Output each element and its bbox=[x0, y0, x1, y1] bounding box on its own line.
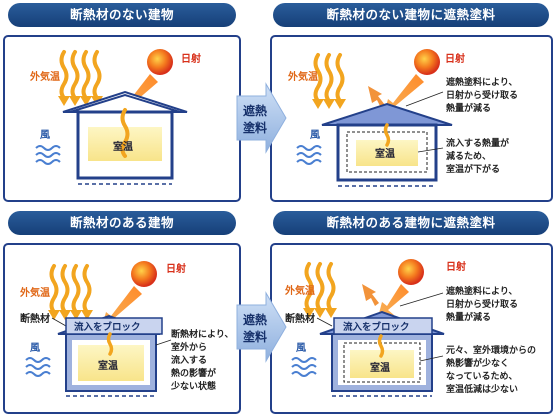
room-temp-label: 室温 bbox=[113, 140, 133, 153]
insulation-label: 断熱材 bbox=[20, 312, 50, 325]
wind-icon bbox=[291, 357, 317, 377]
sunlight-label: 日射 bbox=[446, 260, 466, 273]
note-bl-side: 断熱材により、 室外から 流入する 熱の影響が 少ない状態 bbox=[170, 328, 237, 392]
wind-label: 風 bbox=[296, 342, 306, 354]
scene-no-insulation: 外気温 日射 室温 風 bbox=[29, 49, 201, 185]
outside-temp-label: 外気温 bbox=[19, 286, 50, 299]
sunlight-label: 日射 bbox=[445, 52, 465, 65]
note-tr-top: 遮熱塗料により、 日射から受け取る 熱量が減る bbox=[446, 76, 521, 114]
heat-flow bbox=[120, 108, 130, 158]
svg-text:遮熱 塗料: 遮熱 塗料 bbox=[243, 103, 271, 135]
room-temp-label: 室温 bbox=[98, 359, 118, 372]
wind-icon bbox=[296, 145, 322, 165]
callout-line bbox=[419, 355, 444, 362]
inflow-block-label: 流入をブロック bbox=[74, 321, 141, 333]
note-br-bottom: 元々、室外環境からの 熱影響が少なく なっているため、 室温低減は少ない bbox=[446, 344, 539, 395]
outside-heat-arrows bbox=[56, 50, 105, 108]
callout-line bbox=[405, 91, 444, 107]
header-insulation-coating: 断熱材のある建物に遮熱塗料 bbox=[273, 211, 549, 235]
sun-icon bbox=[398, 259, 424, 285]
sunlight-label: 日射 bbox=[181, 52, 201, 65]
inflow-block-label: 流入をブロック bbox=[343, 321, 410, 333]
outside-temp-label: 外気温 bbox=[284, 284, 315, 297]
sun-ray-arrow bbox=[378, 284, 409, 317]
wind-icon bbox=[35, 145, 61, 165]
wind-label: 風 bbox=[310, 129, 320, 141]
note-tr-bottom: 流入する熱量が 減るため、 室温が下がる bbox=[446, 137, 512, 175]
heat-flow bbox=[383, 123, 391, 147]
callout-line bbox=[417, 147, 444, 153]
reflected-ray-arrow bbox=[368, 86, 385, 108]
heat-flow bbox=[377, 334, 385, 358]
reflected-ray-arrow bbox=[362, 284, 379, 306]
wind-label: 風 bbox=[40, 129, 50, 141]
sunlight-label: 日射 bbox=[166, 262, 186, 275]
sun-icon bbox=[414, 49, 440, 75]
outside-temp-label: 外気温 bbox=[287, 70, 318, 83]
insulation-label: 断熱材 bbox=[285, 312, 315, 325]
room-temp-label: 室温 bbox=[375, 147, 395, 160]
header-no-insulation-coating: 断熱材のない建物に遮熱塗料 bbox=[273, 3, 549, 27]
coated-roof bbox=[321, 102, 453, 126]
transition-arrow-bottom: 遮熱 塗料 bbox=[236, 291, 287, 363]
svg-text:遮熱 塗料: 遮熱 塗料 bbox=[243, 312, 271, 344]
note-br-top: 遮熱塗料により、 日射から受け取る 熱量が減る bbox=[446, 285, 521, 323]
outside-heat-arrows bbox=[46, 264, 95, 322]
callout-line bbox=[399, 292, 444, 307]
scene-no-insulation-coating: 外気温 日射 室温 風 遮熱塗料により、 日射から受け取る 熱量が減る 流入する… bbox=[287, 49, 521, 187]
heat-flow bbox=[106, 332, 114, 356]
callout-line bbox=[155, 339, 172, 346]
header-no-insulation: 断熱材のない建物 bbox=[8, 3, 236, 27]
sun-icon bbox=[131, 261, 157, 287]
wind-label: 風 bbox=[30, 342, 40, 354]
scene-insulation: 外気温 断熱材 日射 流入をブロック 室温 風 断熱材により、 室外から 流入す… bbox=[19, 261, 237, 397]
outside-temp-label: 外気温 bbox=[29, 70, 60, 83]
header-insulation: 断熱材のある建物 bbox=[8, 211, 236, 235]
block-banner bbox=[65, 317, 163, 335]
room-temp-label: 室温 bbox=[370, 361, 390, 374]
wind-icon bbox=[25, 357, 51, 377]
block-banner bbox=[333, 317, 433, 335]
scene-insulation-coating: 外気温 断熱材 日射 流入をブロック 室温 風 遮熱塗料により、 日射から受け取… bbox=[284, 259, 539, 397]
transition-arrow-top: 遮熱 塗料 bbox=[236, 82, 287, 154]
sun-icon bbox=[147, 49, 173, 75]
sun-ray-arrow bbox=[384, 74, 424, 114]
